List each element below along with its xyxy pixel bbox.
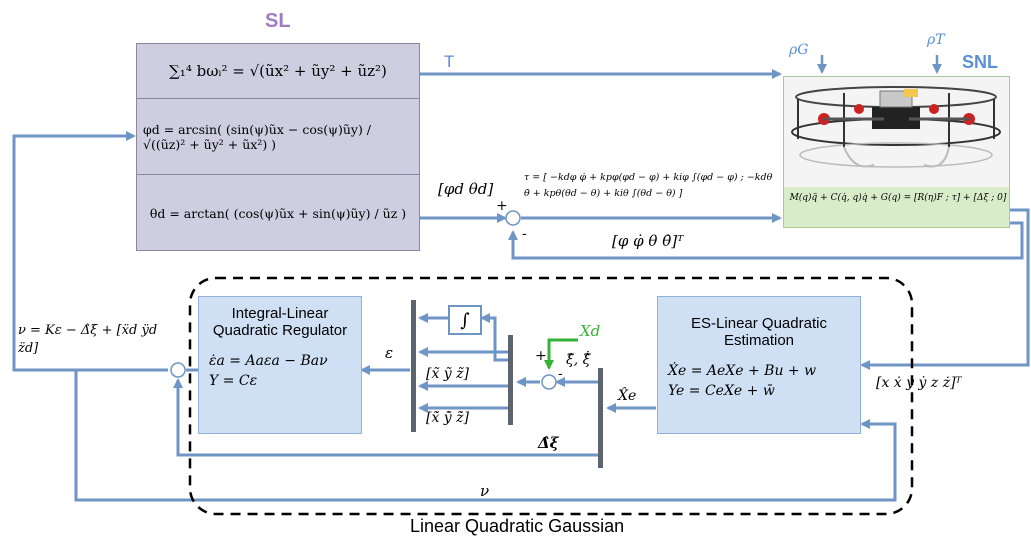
sum-junction-nu: [170, 362, 186, 378]
rho-g-label: ρG: [789, 42, 809, 58]
arrow-attitude-feedback: [508, 221, 1024, 260]
sl-block: ∑₁⁴ bωᵢ² = √(ũx² + ũy² + ũz²) φd = arcsi…: [136, 43, 420, 251]
arrow-state-feedback: [860, 208, 1030, 370]
error-position-label: [x̃ ỹ z̃]: [426, 366, 470, 382]
xd-label: Xd: [580, 322, 601, 340]
sum-plus-xd: +: [535, 348, 547, 364]
sl-title: SL: [265, 10, 291, 32]
sum-plus-attitude: +: [496, 198, 508, 214]
sum-junction-attitude: [505, 210, 521, 226]
mux-bar-mid: [508, 335, 513, 425]
eslqe-title-2: Estimation: [723, 332, 795, 349]
sum-minus-xd: -: [558, 366, 563, 382]
snl-dynamics-equation: M(q)q̈ + C(q̇, q)q̇ + G(q) = [R(η)F ; τ]…: [789, 193, 1007, 203]
phi-theta-d-label: [φd θd]: [438, 180, 494, 198]
tau-equation: τ = [ −kdφ φ̇ + kpφ(φd − φ) + kiφ ∫(φd −…: [524, 172, 773, 199]
sum-junction-xd: [541, 374, 557, 390]
delta-hat-label: Δ̂ξ: [538, 434, 559, 452]
ilqr-title-1: Integral-Linear: [231, 305, 329, 322]
integrator-block: ∫: [448, 305, 482, 335]
ilqr-block: Integral-Linear Quadratic Regulator ε̇a …: [198, 296, 362, 434]
epsilon-label: ε: [385, 344, 394, 362]
ilqr-title-2: Quadratic Regulator: [212, 322, 348, 339]
eslqe-equation-2: Ye = CeXe + w̄: [668, 383, 775, 399]
nu-control-law: ν = Kε − Δ̂ξ + [ẍd ÿd z̈d]: [18, 323, 158, 356]
arrow-nu-to-sl: [12, 131, 168, 372]
sl-phi-equation: φd = arcsin( (sin(ψ)ũx − cos(ψ)ũy) / √((…: [137, 98, 419, 174]
nu-bottom-label: ν: [480, 482, 490, 500]
quadrotor-image: [784, 77, 1009, 187]
attitude-feedback-label: [φ φ̇ θ θ̇]ᵀ: [612, 232, 684, 250]
ilqr-equation-2: Y = Cε: [209, 373, 258, 389]
snl-block: M(q)q̈ + C(q̇, q)q̇ + G(q) = [R(η)F ; τ]…: [783, 76, 1010, 228]
ilqr-equation-1: ε̇a = Aaεa − Baν: [209, 353, 328, 369]
thrust-label: T: [444, 52, 455, 71]
eslqe-title-1: ES-Linear Quadratic: [691, 315, 827, 332]
xhat-e-label: X̂e: [618, 388, 637, 404]
mux-bar-left: [411, 300, 416, 432]
error-velocity-label: [ẋ̃ ẏ̃ ż̃]: [426, 410, 470, 426]
sum-minus-attitude: -: [522, 226, 527, 242]
state-vector-label: [x ẋ y ẏ z ż]ᵀ: [876, 375, 962, 391]
arrow-xd: [544, 338, 578, 370]
rho-t-label: ρT: [927, 32, 945, 48]
arrow-nu-bottom: [74, 370, 897, 502]
eslqe-equation-1: Ẋe = AeXe + Bu + w: [668, 363, 817, 379]
xi-hat-label: ξ̂, ξ̂̇: [566, 352, 591, 368]
sl-theta-equation: θd = arctan( (cos(ψ)ũx + sin(ψ)ũy) / ũz …: [137, 174, 419, 252]
integral-symbol: ∫: [460, 309, 470, 331]
lqg-frame: [188, 276, 914, 516]
snl-title: SNL: [962, 52, 998, 72]
lqg-title: Linear Quadratic Gaussian: [410, 516, 625, 536]
mux-bar-right: [598, 368, 603, 468]
sl-thrust-equation: ∑₁⁴ bωᵢ² = √(ũx² + ũy² + ũz²): [169, 62, 387, 80]
eslqe-block: ES-Linear Quadratic Estimation Ẋe = AeXe…: [657, 296, 861, 434]
